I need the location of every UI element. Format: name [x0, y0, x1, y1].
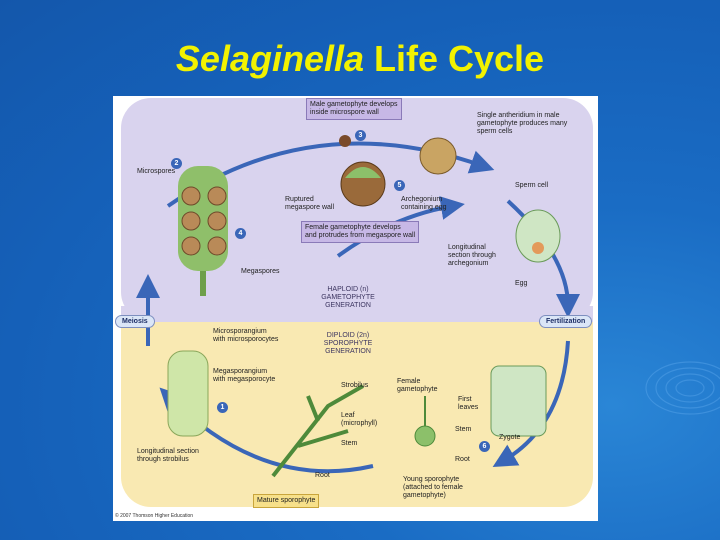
label-longitudinal-archegonium: Longitudinal section through archegonium: [448, 244, 496, 267]
label-leaf: Leaf (microphyll): [341, 412, 378, 427]
label-megaspores: Megaspores: [241, 268, 280, 275]
title-italic: Selaginella: [175, 38, 364, 79]
step-6: 6: [479, 441, 490, 452]
female-gametophyte-box: Female gametophyte develops and protrude…: [301, 221, 420, 243]
label-microspores: Microspores: [137, 168, 176, 175]
haploid-generation-label: HAPLOID (n) GAMETOPHYTE GENERATION: [321, 286, 375, 309]
label-sperm-cell: Sperm cell: [515, 182, 549, 189]
label-megasporangium: Megasporangium with megasporocyte: [213, 368, 276, 383]
step-1: 1: [217, 402, 228, 413]
zygote-illustration: [490, 365, 547, 437]
label-female-gametophyte: Female gametophyte: [397, 378, 438, 393]
label-stem-young: Stem: [455, 426, 472, 433]
step-2: 2: [171, 158, 182, 169]
life-cycle-diagram: Male gametophyte develops inside microsp…: [113, 96, 598, 521]
label-first-leaves: First leaves: [458, 396, 479, 411]
diagram-artwork: [121, 98, 593, 507]
title-rest: Life Cycle: [364, 38, 545, 79]
antheridium-illustration: [419, 137, 457, 175]
label-zygote: Zygote: [499, 434, 521, 441]
sporophyte-illustration: [271, 384, 364, 478]
slide-title: Selaginella Life Cycle: [0, 38, 720, 80]
step-3: 3: [355, 130, 366, 141]
mature-sporophyte-box: Mature sporophyte: [253, 494, 320, 508]
label-longitudinal-strobilus: Longitudinal section through strobilus: [137, 448, 199, 463]
diploid-region: [121, 322, 593, 507]
strobilus-illustration: [178, 166, 228, 296]
step-5: 5: [394, 180, 405, 191]
label-single-antheridium: Single antheridium in male gametophyte p…: [477, 112, 568, 135]
label-stem: Stem: [341, 440, 358, 447]
fertilization-label: Fertilization: [539, 315, 593, 328]
label-microsporangium: Microsporangium with microsporocytes: [213, 328, 279, 343]
label-strobilus: Strobilus: [341, 382, 369, 389]
microspore-illustration: [339, 135, 351, 147]
step-4: 4: [235, 228, 246, 239]
arrow-right-bottom: [492, 340, 570, 468]
strobilus-section-illustration: [167, 350, 209, 437]
young-sporophyte-illustration: [414, 396, 436, 447]
diploid-generation-label: DIPLOID (2n) SPOROPHYTE GENERATION: [323, 332, 373, 355]
meiosis-label: Meiosis: [115, 315, 155, 328]
label-young-sporophyte: Young sporophyte (attached to female gam…: [403, 476, 463, 499]
label-ruptured-megaspore: Ruptured megaspore wall: [285, 196, 335, 211]
label-egg: Egg: [515, 280, 528, 287]
archegonium-illustration: [515, 209, 561, 263]
copyright-notice: © 2007 Thomson Higher Education: [115, 513, 194, 519]
male-gametophyte-box: Male gametophyte develops inside microsp…: [306, 98, 402, 120]
label-root-young: Root: [455, 456, 470, 463]
label-archegonium: Archegonium containing egg: [401, 196, 447, 211]
label-root: Root: [315, 472, 330, 479]
